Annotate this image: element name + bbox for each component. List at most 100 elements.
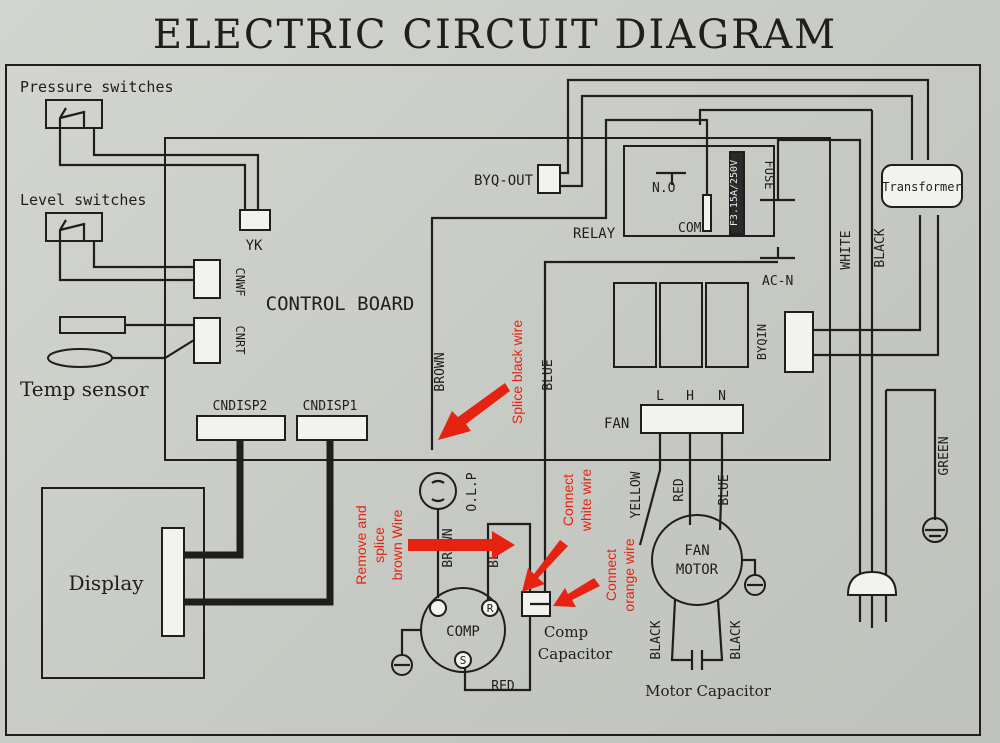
connect-orange-arrow [553,578,600,607]
motor-capacitor-wires [670,599,724,670]
ac-n-label: AC-N [762,274,793,289]
ground-symbol-mains [922,517,948,543]
relay-com-label: COM [678,221,702,236]
fan-l-label: L [656,389,664,404]
fan-motor-ground-wire [742,558,757,575]
red-wire-bottom-label: RED [491,679,515,694]
connect-white-arrow [522,540,568,592]
annotation-remove-2: splice [371,527,387,563]
relay-com-terminal [702,194,712,232]
olp-label: O.L.P [465,472,480,511]
black-wire-right-label: BLACK [729,620,744,659]
relay-block-3 [705,282,749,368]
red-wire-label: RED [672,478,687,502]
relay-block-1 [613,282,657,368]
display-box [41,487,205,679]
black-wire-left-label: BLACK [649,620,664,659]
comp-s-label: S [460,654,467,667]
level-switch [45,212,103,242]
annotation-remove-1: Remove and [353,505,369,584]
comp-terminal-s [454,651,472,669]
byq-out-wires [560,78,930,188]
comp-terminal-c [429,599,447,617]
fan-motor [651,514,743,606]
green-wire-label: GREEN [937,436,952,475]
ground-symbol-comp [391,654,413,676]
motor-capacitor-label: Motor Capacitor [645,682,772,700]
byqin-connector [784,311,814,373]
green-wire [886,388,937,520]
pressure-switch-wires [58,128,260,210]
cndisp1-label: CNDISP1 [303,399,358,414]
splice-black-arrow [438,383,510,440]
blue-wire-top-label: BLUE [541,359,556,390]
comp-capacitor-label-1: Comp [544,623,588,641]
fan-label: FAN [604,416,629,432]
yk-connector [239,209,271,231]
blue-wire-label: BLUE [717,474,732,505]
transformer-box [881,164,963,208]
relay-box [623,145,775,237]
comp-ground-wire [400,628,421,655]
olp [419,472,457,510]
olp-contact [431,479,445,503]
byqin-label: BYQIN [755,324,769,360]
pressure-switch-contact [58,107,86,128]
level-switch-wires [58,241,196,282]
cnwf-connector [193,259,221,299]
fuse-rating-badge [729,151,745,235]
cndisp1-connector [296,415,368,441]
yk-label: YK [246,238,263,254]
relay-block-2 [659,282,703,368]
level-switches-label: Level switches [20,191,146,209]
cnwf-label: CNWF [233,268,247,297]
mains-plug [846,570,898,596]
ground-lines-mains [925,528,945,538]
outer-frame [5,64,981,736]
white-wire-label: WHITE [839,230,854,269]
fan-wires [638,433,724,546]
annotation-remove-3: brown Wire [389,509,405,580]
byq-out-label: BYQ-OUT [474,173,534,189]
black-wire-to-fuse [698,108,872,125]
cnrt-connector [193,317,221,364]
mains-plug-pins [858,595,888,628]
cndisp2-label: CNDISP2 [213,399,268,414]
black-wire-label: BLACK [873,228,888,267]
temp-sensor-probe-1 [59,316,126,334]
fuse-label: FUSE [762,161,776,190]
brown-wire-to-relay [430,118,709,450]
level-switch-contact [58,219,86,241]
cndisp2-cable [184,440,244,559]
annotation-connect-white-1: Connect [560,474,576,526]
cndisp1-cable [184,440,334,606]
annotation-splice-black: Splice black wire [509,320,525,424]
display-connector [161,527,185,637]
pressure-switch [45,99,103,129]
byq-out-connector [537,164,561,194]
fuse-rating-text: F3.15A/250V [729,160,740,226]
temp-sensor-probe-2 [47,348,113,368]
display-label: Display [68,571,144,595]
comp-terminal-r [481,599,499,617]
comp-capacitor-label-2: Capacitor [538,645,613,663]
transformer-label: Transformer [882,180,961,194]
remove-brown-arrow [408,531,515,559]
fan-motor-label-2: MOTOR [676,562,719,578]
annotation-connect-white-2: white wire [578,469,594,532]
control-board-label: CONTROL BOARD [266,293,415,315]
pressure-switches-label: Pressure switches [20,78,174,96]
blue-wire-to-ac-n [543,260,778,450]
diagram-title: ELECTRIC CIRCUIT DIAGRAM [153,12,837,58]
fan-n-label: N [718,389,726,404]
fan-motor-label-1: FAN [684,543,709,559]
comp-label: COMP [446,624,480,640]
fan-h-label: H [686,389,694,404]
relay-no-label: N.O [652,181,676,196]
yellow-wire-label: YELLOW [629,471,644,518]
fan-connector [640,404,744,434]
cnrt-label: CNRT [233,326,247,355]
control-board-frame [164,137,831,461]
